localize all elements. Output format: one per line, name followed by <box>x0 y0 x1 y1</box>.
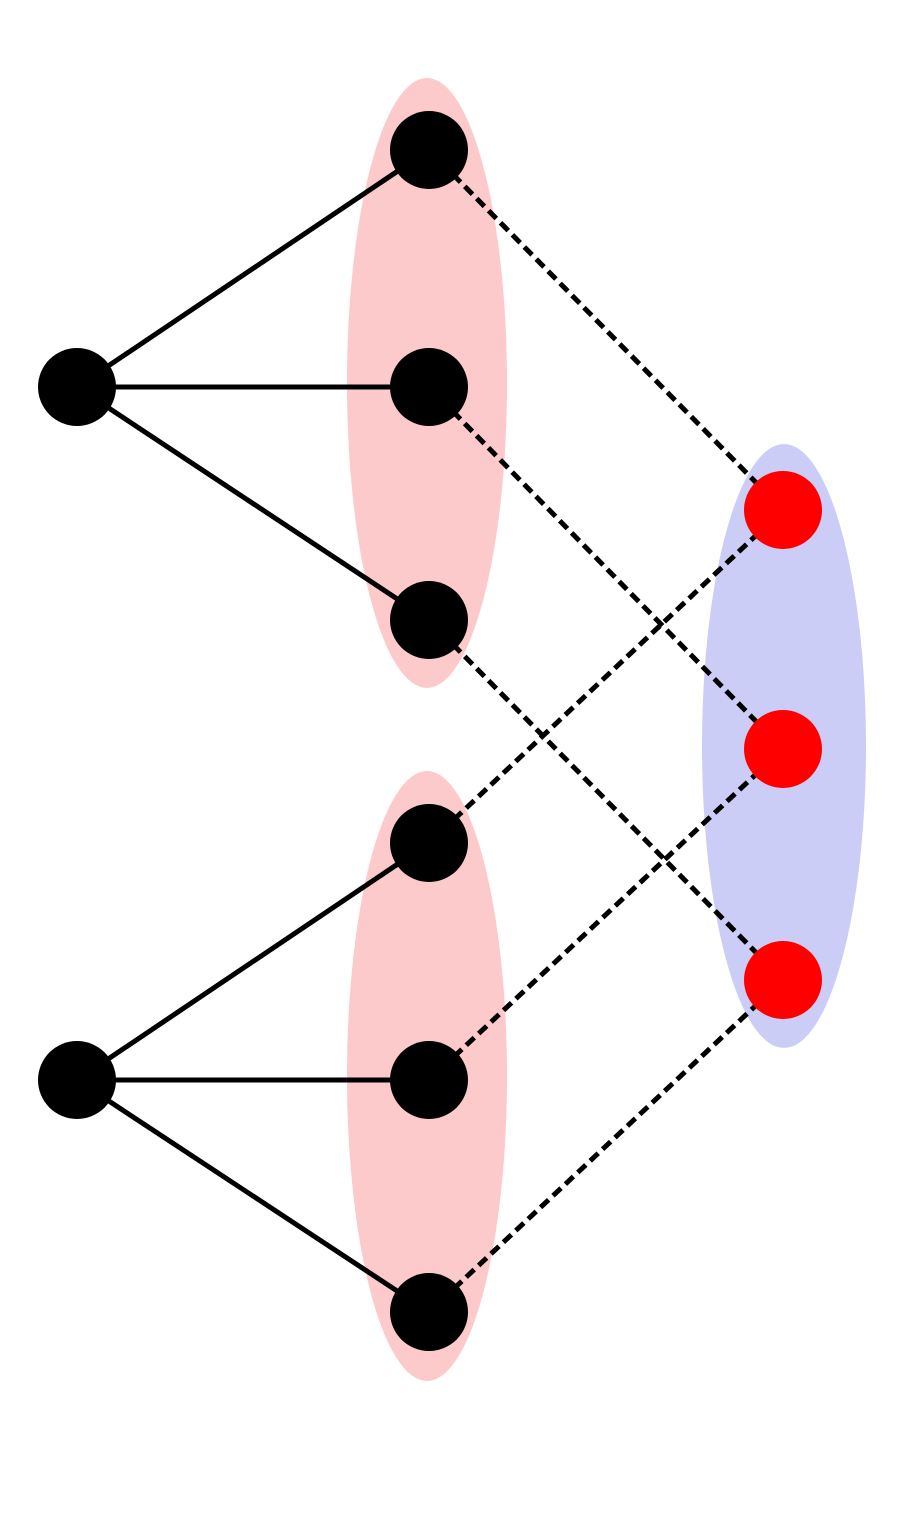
dashed-edge-b3-t3 <box>427 978 785 1314</box>
child-node-a1 <box>390 111 468 189</box>
target-node-t1 <box>744 471 822 549</box>
target-node-t3 <box>744 941 822 1019</box>
root-node-r1 <box>38 348 116 426</box>
dashed-edge-b2-t2 <box>427 747 785 1082</box>
child-node-b1 <box>390 804 468 882</box>
child-node-a2 <box>390 348 468 426</box>
solid-edge-r1-a1 <box>75 147 431 390</box>
solid-edge-r2-b1 <box>75 840 431 1083</box>
dashed-edge-b1-t1 <box>427 508 785 845</box>
child-node-b3 <box>390 1273 468 1351</box>
target-node-t2 <box>744 710 822 788</box>
child-node-b2 <box>390 1041 468 1119</box>
solid-edge-r1-a3 <box>75 384 431 623</box>
root-node-r2 <box>38 1041 116 1119</box>
nodes <box>38 111 822 1351</box>
child-node-a3 <box>390 581 468 659</box>
edges <box>75 147 785 1315</box>
solid-edge-r2-b3 <box>75 1077 431 1315</box>
